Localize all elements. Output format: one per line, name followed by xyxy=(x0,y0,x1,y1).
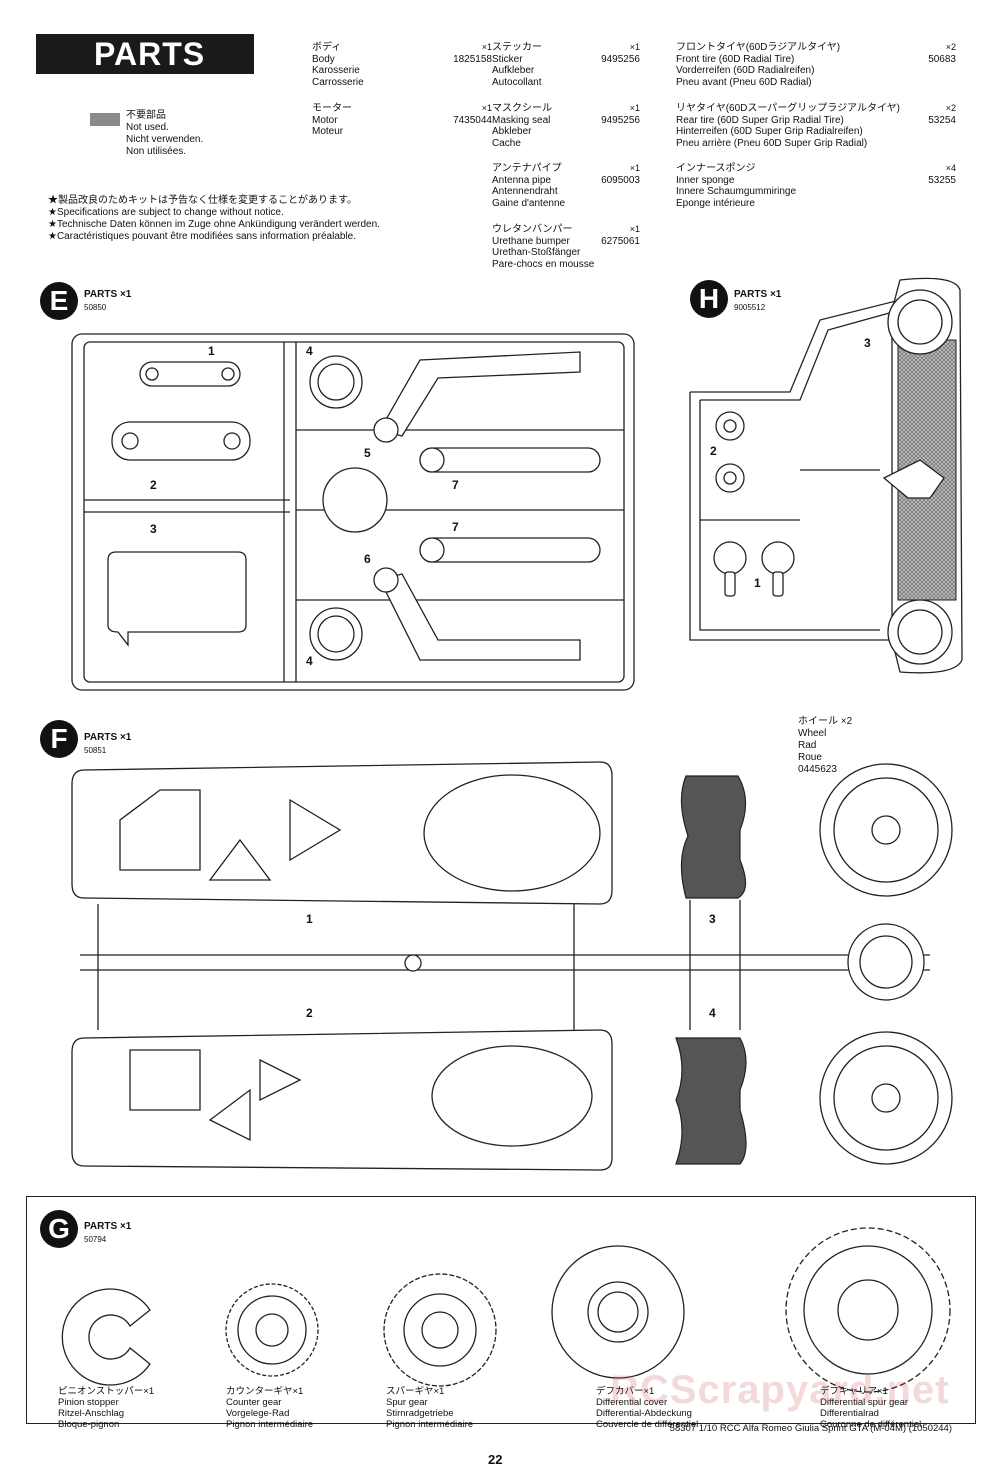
h-num-1: 1 xyxy=(754,576,761,590)
tree-e-frame xyxy=(71,333,635,691)
part-f1-chassis xyxy=(71,761,613,905)
pinion-stopper-drawing xyxy=(61,1288,151,1386)
not-used-legend: 不要部品 Not used. Nicht verwenden. Non util… xyxy=(126,110,204,157)
part-h3-badge xyxy=(882,459,945,499)
spur-gear-drawing xyxy=(383,1273,497,1387)
section-h-badge: H xyxy=(690,280,728,318)
part-h2-top xyxy=(715,411,745,441)
part-h2-bottom xyxy=(715,463,745,493)
f-num-4: 4 xyxy=(709,1006,716,1020)
f-num-1: 1 xyxy=(306,912,313,926)
section-g-code: 50794 xyxy=(84,1235,107,1244)
spec-notes: ★製品改良のためキットは予告なく仕様を変更することがあります。 ★Specifi… xyxy=(48,195,380,242)
part-e2 xyxy=(111,421,251,461)
tree-e-hub xyxy=(322,467,388,533)
section-f-code: 50851 xyxy=(84,746,107,755)
part-f2-chassis xyxy=(71,1029,613,1171)
section-h-code: 9005512 xyxy=(734,303,766,312)
section-e-badge: E xyxy=(40,282,78,320)
section-g-title: PARTS ×1 xyxy=(84,1221,132,1232)
section-e-code: 50850 xyxy=(84,303,107,312)
f-num-2: 2 xyxy=(306,1006,313,1020)
wheel-label: ホイール ×2 Wheel Rad Roue 0445623 xyxy=(798,716,853,775)
e-num-2: 2 xyxy=(150,478,157,492)
part-e3 xyxy=(107,551,247,647)
wheel-top xyxy=(819,763,953,897)
e-num-7b: 7 xyxy=(452,520,459,534)
f-num-3: 3 xyxy=(709,912,716,926)
wheel-bottom xyxy=(819,1031,953,1165)
e-num-5: 5 xyxy=(364,446,371,460)
section-g-badge: G xyxy=(40,1210,78,1248)
part-e5 xyxy=(379,351,581,437)
section-e-title: PARTS ×1 xyxy=(84,289,132,300)
wheel-ring xyxy=(847,923,925,1001)
not-used-swatch xyxy=(90,113,120,126)
e-num-4b: 4 xyxy=(306,654,313,668)
e-num-1: 1 xyxy=(208,344,215,358)
e-num-4a: 4 xyxy=(306,344,313,358)
part-f3-brace xyxy=(680,775,747,899)
part-f4-brace xyxy=(675,1037,747,1165)
diff-cover-drawing xyxy=(551,1245,685,1379)
diff-spur-gear-drawing xyxy=(785,1227,951,1393)
page-title: PARTS xyxy=(36,34,254,74)
section-f-badge: F xyxy=(40,720,78,758)
section-f-title: PARTS ×1 xyxy=(84,732,132,743)
counter-gear-drawing xyxy=(225,1283,319,1377)
section-g-frame xyxy=(26,1196,976,1424)
part-e6 xyxy=(379,573,581,661)
watermark: RCScrapyard.net xyxy=(610,1368,950,1412)
page-number: 22 xyxy=(488,1452,503,1467)
e-num-7a: 7 xyxy=(452,478,459,492)
part-rear-tire: リヤタイヤ(60Dスーパーグリップラジアルタイヤ)×2 Rear tire (6… xyxy=(676,103,956,149)
e-num-6: 6 xyxy=(364,552,371,566)
footer-text: 58307 1/10 RCC Alfa Romeo Giulia Sprint … xyxy=(669,1423,952,1434)
section-h-title: PARTS ×1 xyxy=(734,289,782,300)
part-front-tire: フロントタイヤ(60Dラジアルタイヤ)×2 Front tire (60D Ra… xyxy=(676,42,956,88)
part-e1 xyxy=(139,361,241,387)
e-num-3: 3 xyxy=(150,522,157,536)
h-num-3: 3 xyxy=(864,336,871,350)
h-num-2: 2 xyxy=(710,444,717,458)
